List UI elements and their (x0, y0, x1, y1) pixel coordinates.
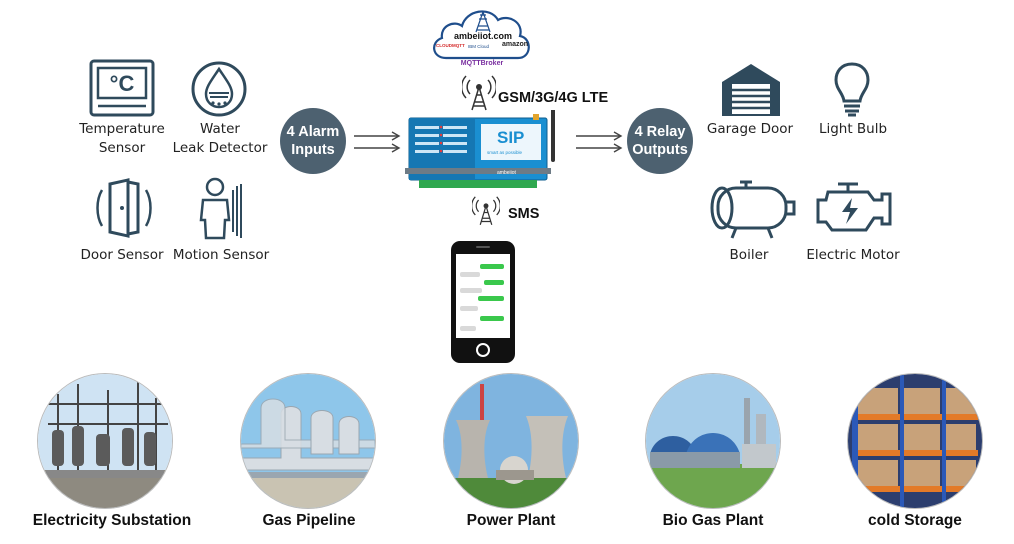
engine-icon (810, 178, 896, 240)
sms-label: SMS (508, 206, 539, 222)
boiler-icon (706, 178, 798, 240)
garage-icon (718, 60, 784, 118)
alarm-inputs-circle: 4 Alarm Inputs (280, 108, 346, 174)
cloud-broker: ambeiiot.com CLOUDMQTT IBM Cloud amazon … (428, 2, 534, 72)
label-bio-gas-plant: Bio Gas Plant (603, 512, 823, 530)
cloud-broker-label: MQTTBroker (458, 60, 506, 67)
sensor-label-door: Door Sensor (70, 246, 174, 265)
cloud-cloudmqtt: CLOUDMQTT (436, 43, 465, 48)
cloud-ibm: IBM Cloud (468, 44, 489, 49)
cellular-label: GSM/3G/4G LTE (498, 90, 608, 106)
svg-text:°C: °C (110, 71, 135, 96)
cloud-amazon: amazon (502, 41, 528, 48)
alarm-inputs-line2: Inputs (287, 141, 340, 159)
antenna-tower-icon (472, 192, 500, 228)
thermostat-icon: °C (89, 59, 155, 117)
output-label-bulb: Light Bulb (806, 120, 900, 139)
label-gas-pipeline: Gas Pipeline (199, 512, 419, 530)
sensor-label-temperature: Temperature Sensor (70, 120, 174, 158)
sensor-temperature-line1: Temperature (70, 120, 174, 139)
cloud-domain: ambeiiot.com (452, 31, 514, 41)
photo-electricity-substation (38, 374, 172, 508)
sensor-label-water: Water Leak Detector (168, 120, 272, 158)
relay-outputs-line1: 4 Relay (632, 123, 688, 141)
sensor-water-line2: Leak Detector (168, 139, 272, 158)
sensor-water-line1: Water (168, 120, 272, 139)
label-electricity-substation: Electricity Substation (2, 512, 222, 530)
sensor-temperature-line2: Sensor (70, 139, 174, 158)
smartphone (450, 240, 516, 364)
output-label-garage: Garage Door (700, 120, 800, 139)
antenna-tower-icon (462, 72, 496, 112)
label-power-plant: Power Plant (401, 512, 621, 530)
photo-power-plant (444, 374, 578, 508)
device-vendor: ambeiiot (497, 170, 516, 176)
relay-outputs-circle: 4 Relay Outputs (627, 108, 693, 174)
sensor-label-motion: Motion Sensor (166, 246, 276, 265)
output-label-boiler: Boiler (702, 246, 796, 265)
alarm-inputs-line1: 4 Alarm (287, 123, 340, 141)
door-icon (92, 178, 156, 238)
output-label-motor: Electric Motor (796, 246, 910, 265)
output-arrows (574, 130, 626, 154)
input-arrows (352, 130, 404, 154)
photo-cold-storage (848, 374, 982, 508)
device-tagline: smart as possible (487, 150, 522, 155)
relay-outputs-line2: Outputs (632, 141, 688, 159)
label-cold-storage: cold Storage (805, 512, 1014, 530)
photo-gas-pipeline (241, 374, 375, 508)
device-brand: SIP (497, 128, 524, 148)
person-icon (193, 176, 249, 242)
light-bulb-icon (832, 60, 872, 118)
water-drop-icon (189, 59, 249, 117)
sip-device: SIP smart as possible ambeiiot (405, 110, 555, 190)
sensor-motion-line1: Motion Sensor (166, 246, 276, 265)
photo-bio-gas-plant (646, 374, 780, 508)
sensor-door-line1: Door Sensor (70, 246, 174, 265)
